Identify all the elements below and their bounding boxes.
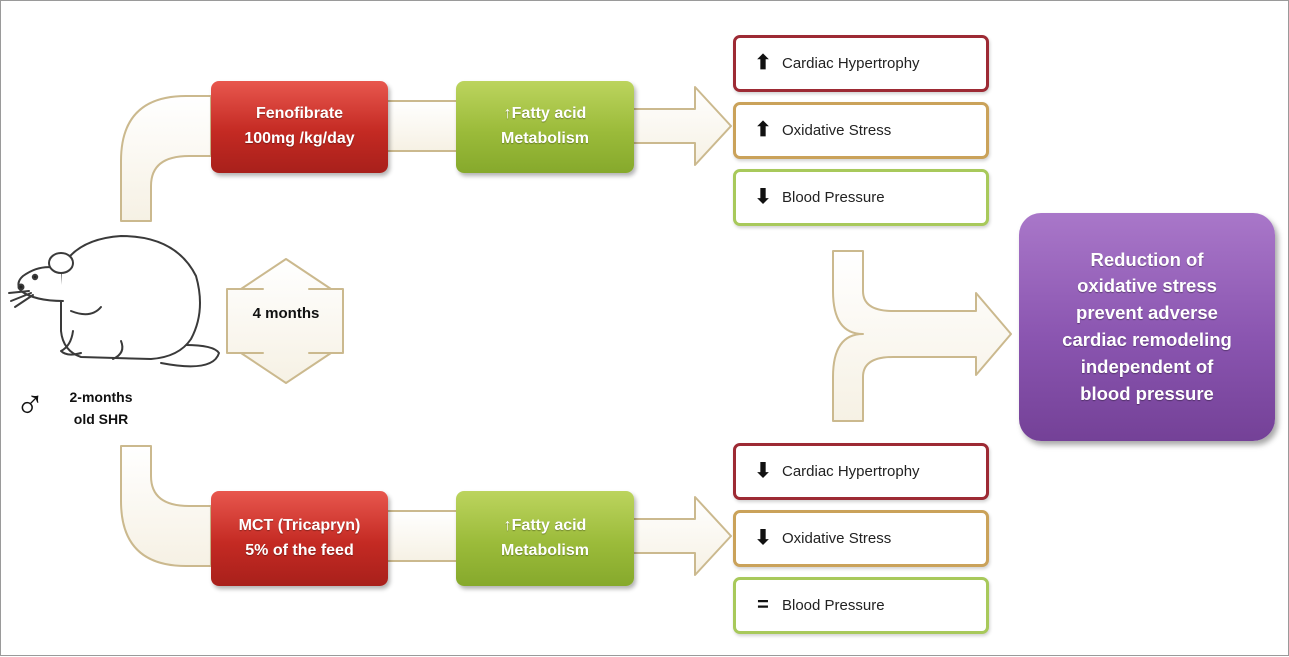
up-arrow-icon: ⬆ — [754, 52, 772, 74]
conclusion-line: Reduction of — [1090, 248, 1204, 270]
subject-label: 2-months old SHR — [57, 386, 145, 431]
male-symbol-icon: ♂ — [15, 383, 45, 427]
equals-icon: = — [757, 594, 769, 616]
mechanism-box-top: ↑Fatty acid Metabolism — [456, 81, 634, 173]
merge-arrow — [832, 250, 1012, 422]
conclusion-line: cardiac remodeling — [1062, 329, 1232, 350]
bottom-shaft-1 — [385, 510, 459, 562]
outcome-label: Cardiac Hypertrophy — [782, 54, 920, 72]
conclusion-line: independent of — [1080, 355, 1214, 377]
bottom-hollow-arrow — [632, 496, 732, 576]
treatment-line-2: 5% of the feed — [245, 541, 354, 559]
treatment-box-mct: MCT (Tricapryn) 5% of the feed — [211, 491, 388, 586]
outcome-bottom-oxidative-stress: ⬇ Oxidative Stress — [733, 510, 989, 567]
conclusion-line: oxidative stress — [1077, 275, 1217, 297]
up-arrow-icon: ⬆ — [754, 119, 772, 141]
mechanism-line-2: Metabolism — [500, 130, 589, 147]
treatment-line-2: 100mg /kg/day — [244, 130, 355, 147]
outcome-label: Blood Pressure — [782, 596, 885, 614]
outcome-top-oxidative-stress: ⬆ Oxidative Stress — [733, 102, 989, 159]
outcome-bottom-cardiac-hypertrophy: ⬇ Cardiac Hypertrophy — [733, 443, 989, 500]
bottom-elbow-arrow — [120, 445, 212, 567]
conclusion-line: prevent adverse — [1076, 302, 1218, 324]
duration-double-arrow — [226, 258, 344, 384]
outcome-top-blood-pressure: ⬇ Blood Pressure — [733, 169, 989, 226]
top-shaft-1 — [385, 100, 459, 152]
conclusion-line: blood pressure — [1080, 382, 1214, 404]
subject-line-1: 2-months — [69, 389, 133, 405]
down-arrow-icon: ⬇ — [754, 460, 772, 482]
top-elbow-arrow — [120, 95, 212, 222]
outcome-top-cardiac-hypertrophy: ⬆ Cardiac Hypertrophy — [733, 35, 989, 92]
down-arrow-icon: ⬇ — [754, 186, 772, 208]
outcome-label: Oxidative Stress — [782, 121, 892, 139]
outcome-label: Blood Pressure — [782, 188, 885, 206]
treatment-line-1: MCT (Tricapryn) — [238, 516, 361, 534]
duration-label: 4 months — [252, 305, 320, 322]
outcome-bottom-blood-pressure: = Blood Pressure — [733, 577, 989, 634]
treatment-box-fenofibrate: Fenofibrate 100mg /kg/day — [211, 81, 388, 173]
rat-illustration — [8, 235, 220, 368]
treatment-line-1: Fenofibrate — [255, 105, 344, 123]
subject-line-2: old SHR — [73, 411, 129, 428]
conclusion-box: Reduction of oxidative stress prevent ad… — [1019, 213, 1275, 441]
mechanism-line-1: ↑Fatty acid — [503, 105, 587, 123]
top-hollow-arrow — [632, 86, 732, 166]
mechanism-box-bottom: ↑Fatty acid Metabolism — [456, 491, 634, 586]
mechanism-line-2: Metabolism — [500, 541, 589, 559]
outcome-label: Oxidative Stress — [782, 529, 892, 547]
outcome-label: Cardiac Hypertrophy — [782, 462, 920, 480]
down-arrow-icon: ⬇ — [754, 527, 772, 549]
mechanism-line-1: ↑Fatty acid — [503, 516, 587, 534]
